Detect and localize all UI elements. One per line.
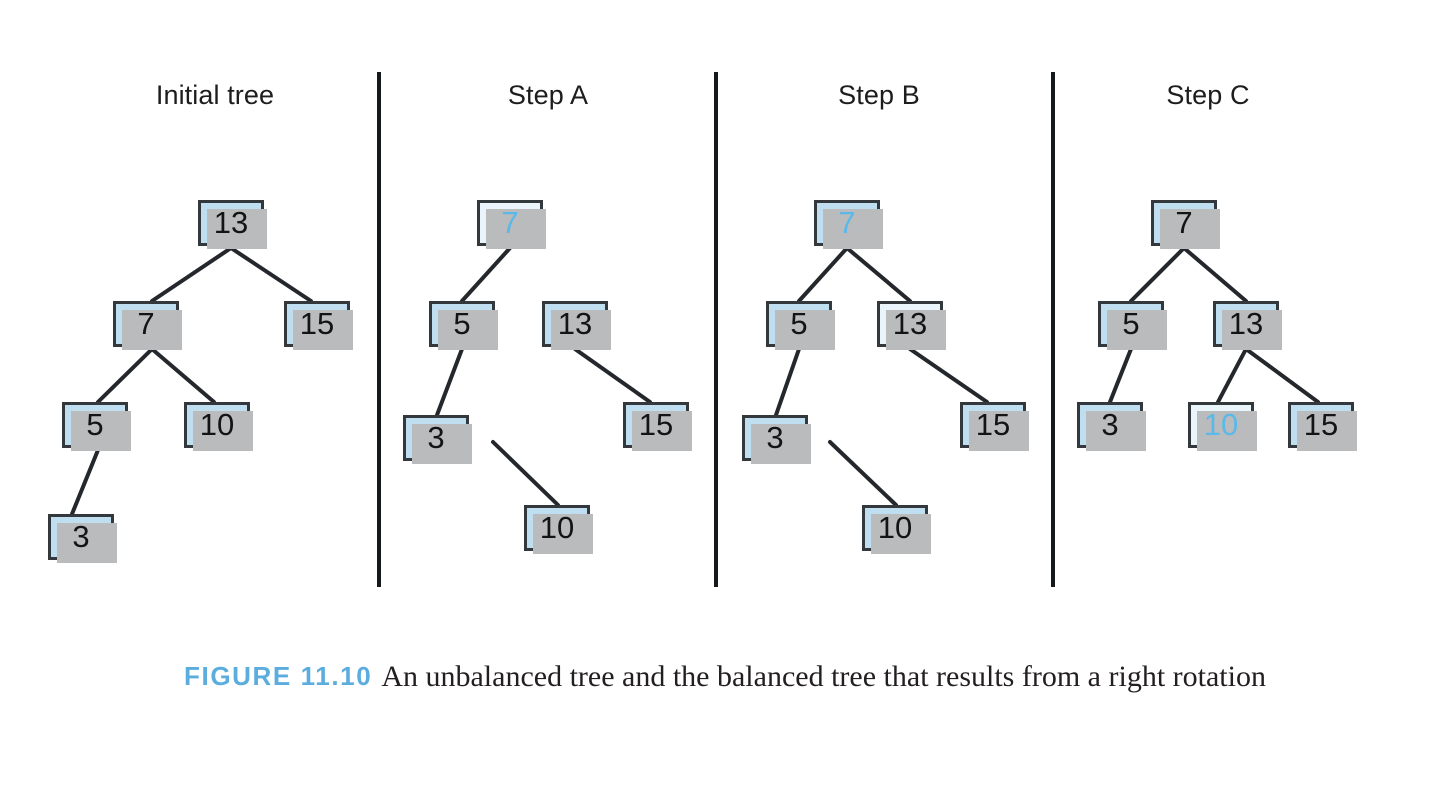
tree-edge-initial-tree-4 — [70, 448, 100, 516]
panel-title-step-b: Step B — [838, 80, 920, 110]
figure-caption: FIGURE 11.10 An unbalanced tree and the b… — [100, 656, 1350, 699]
tree-edge-step-b-2 — [774, 347, 801, 417]
tree-edge-step-c-1 — [1182, 246, 1248, 303]
step-c-node-15: 15 — [1288, 402, 1357, 451]
tree-edge-step-c-3 — [1216, 347, 1248, 404]
step-a-node-3: 3 — [403, 415, 472, 464]
node-value: 10 — [1203, 406, 1239, 442]
node-value: 13 — [892, 305, 928, 341]
panel-title-step-a: Step A — [507, 80, 589, 110]
panel-title-initial-tree: Initial tree — [155, 80, 275, 110]
step-c-node-7: 7 — [1151, 200, 1220, 249]
node-value: 15 — [299, 305, 335, 341]
node-value: 3 — [1101, 406, 1119, 442]
node-value: 3 — [72, 518, 90, 554]
node-value: 7 — [137, 305, 155, 341]
step-c-node-13: 13 — [1213, 301, 1282, 350]
tree-edge-step-b-0 — [797, 246, 849, 303]
step-a-node-13: 13 — [542, 301, 611, 350]
initial-tree-node-10: 10 — [184, 402, 253, 451]
step-b-node-5: 5 — [766, 301, 835, 350]
node-value: 10 — [539, 509, 575, 545]
step-b-node-15: 15 — [960, 402, 1029, 451]
node-value: 5 — [790, 305, 808, 341]
divider-3 — [1051, 72, 1055, 587]
step-b-node-13: 13 — [877, 301, 946, 350]
node-value: 10 — [877, 509, 913, 545]
node-value: 7 — [501, 204, 519, 240]
node-value: 15 — [638, 406, 674, 442]
step-b-node-3: 3 — [742, 415, 811, 464]
node-value: 13 — [213, 204, 249, 240]
node-value: 13 — [557, 305, 593, 341]
initial-tree-node-3: 3 — [48, 514, 117, 563]
step-a-node-15: 15 — [623, 402, 692, 451]
tree-edge-step-a-3 — [491, 440, 560, 507]
step-a-node-7: 7 — [477, 200, 546, 249]
node-value: 5 — [1122, 305, 1140, 341]
node-value: 10 — [199, 406, 235, 442]
panel-title-step-c: Step C — [1166, 80, 1250, 110]
initial-tree-node-15: 15 — [284, 301, 353, 350]
node-value: 5 — [453, 305, 471, 341]
step-c-node-10: 10 — [1188, 402, 1257, 451]
step-c-node-3: 3 — [1077, 402, 1146, 451]
node-value: 7 — [1175, 204, 1193, 240]
initial-tree-node-5: 5 — [62, 402, 131, 451]
figure-caption-text: An unbalanced tree and the balanced tree… — [381, 660, 1266, 693]
divider-1 — [377, 72, 381, 587]
tree-edge-step-c-2 — [1108, 347, 1133, 404]
divider-2 — [714, 72, 718, 587]
step-c-node-5: 5 — [1098, 301, 1167, 350]
node-value: 5 — [86, 406, 104, 442]
step-a-node-5: 5 — [429, 301, 498, 350]
tree-edge-initial-tree-1 — [229, 246, 313, 303]
node-value: 3 — [766, 419, 784, 455]
step-b-node-7: 7 — [814, 200, 883, 249]
node-value: 7 — [838, 204, 856, 240]
tree-edge-initial-tree-2 — [96, 347, 154, 404]
node-value: 15 — [1303, 406, 1339, 442]
step-a-node-10: 10 — [524, 505, 593, 554]
node-value: 3 — [427, 419, 445, 455]
initial-tree-node-7: 7 — [113, 301, 182, 350]
figure-number: FIGURE 11.10 — [184, 661, 373, 691]
tree-edge-step-b-3 — [908, 347, 989, 404]
tree-edge-step-a-0 — [460, 246, 512, 303]
tree-edge-step-b-1 — [845, 246, 912, 303]
node-value: 15 — [975, 406, 1011, 442]
step-b-node-10: 10 — [862, 505, 931, 554]
tree-edge-step-c-4 — [1244, 347, 1320, 404]
tree-edge-initial-tree-0 — [150, 246, 233, 303]
tree-edge-step-a-1 — [435, 347, 464, 417]
node-value: 13 — [1228, 305, 1264, 341]
initial-tree-node-13: 13 — [198, 200, 267, 249]
tree-edge-step-c-0 — [1129, 246, 1186, 303]
tree-edge-initial-tree-3 — [150, 347, 216, 404]
tree-edge-step-a-2 — [573, 347, 652, 404]
tree-edge-step-b-4 — [828, 440, 898, 507]
